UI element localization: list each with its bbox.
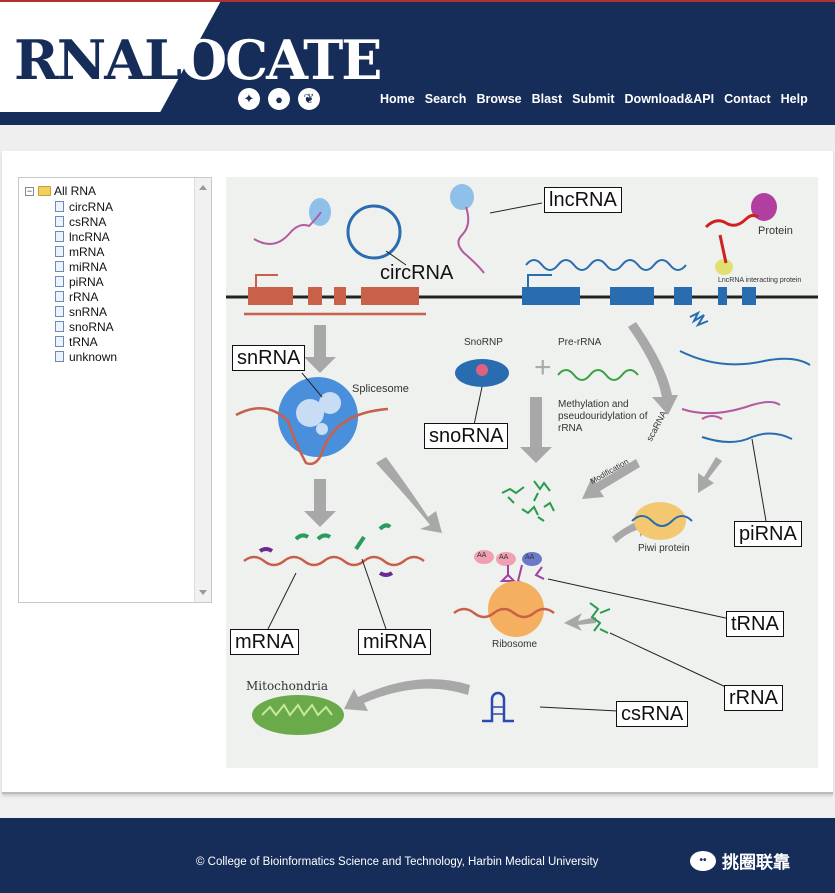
site-header: RNALOCATE ✦ ● ❦ Home Search Browse Blast… bbox=[0, 0, 835, 125]
document-icon bbox=[55, 351, 64, 362]
label-snrna: snRNA bbox=[232, 345, 306, 371]
label-lncrna: lncRNA bbox=[544, 187, 622, 213]
tree-scrollbar[interactable] bbox=[194, 178, 211, 602]
tree-item-mirna[interactable]: miRNA bbox=[55, 259, 117, 274]
label-snorna: snoRNA bbox=[424, 423, 509, 449]
annotation-aa-2: AA bbox=[499, 554, 509, 561]
nav-contact[interactable]: Contact bbox=[724, 92, 771, 106]
tree-item-snorna[interactable]: snoRNA bbox=[55, 319, 117, 334]
rna-tree-panel: − All RNA circRNA csRNA lncRNA mRNA miRN… bbox=[18, 177, 212, 603]
nav-blast[interactable]: Blast bbox=[531, 92, 563, 106]
nav-help[interactable]: Help bbox=[780, 92, 808, 106]
annotation-mitochondria: Mitochondria bbox=[246, 679, 328, 693]
annotation-protein: Protein bbox=[758, 225, 793, 237]
tree-item-label: csRNA bbox=[69, 214, 107, 229]
tree-item-pirna[interactable]: piRNA bbox=[55, 274, 117, 289]
label-pirna: piRNA bbox=[734, 521, 802, 547]
tree-item-label: piRNA bbox=[69, 274, 104, 289]
tree-item-label: unknown bbox=[69, 349, 118, 364]
annotation-spliceosome: Splicesome bbox=[352, 383, 409, 395]
wechat-icon: •• bbox=[690, 850, 716, 871]
nav-search[interactable]: Search bbox=[424, 92, 467, 106]
document-icon bbox=[55, 261, 64, 272]
label-mirna: miRNA bbox=[358, 629, 432, 655]
copyright-text: © College of Bioinformatics Science and … bbox=[196, 856, 599, 868]
document-icon bbox=[55, 321, 64, 332]
nav-browse[interactable]: Browse bbox=[476, 92, 522, 106]
document-icon bbox=[55, 276, 64, 287]
mouse-icon: ● bbox=[268, 88, 290, 110]
tree-item-label: snoRNA bbox=[69, 319, 114, 334]
document-icon bbox=[55, 231, 64, 242]
label-mrna: mRNA bbox=[230, 629, 299, 655]
tree-item-label: rRNA bbox=[69, 289, 99, 304]
tree-root[interactable]: − All RNA bbox=[25, 184, 96, 198]
document-icon bbox=[55, 246, 64, 257]
annotation-aa-3: AA bbox=[525, 554, 535, 561]
document-icon bbox=[55, 336, 64, 347]
logo-text-light: OCATE bbox=[180, 28, 382, 92]
tree-item-unknown[interactable]: unknown bbox=[55, 349, 117, 364]
tree-item-trna[interactable]: tRNA bbox=[55, 334, 117, 349]
tree-item-label: lncRNA bbox=[69, 229, 110, 244]
tree-item-mrna[interactable]: mRNA bbox=[55, 244, 117, 259]
plant-icon: ❦ bbox=[298, 88, 320, 110]
document-icon bbox=[55, 291, 64, 302]
tree-item-lncrna[interactable]: lncRNA bbox=[55, 229, 117, 244]
site-logo[interactable]: RNALOCATE bbox=[14, 28, 382, 92]
nav-home[interactable]: Home bbox=[380, 92, 415, 106]
annotation-lnc-protein: LncRNA interacting protein bbox=[718, 277, 802, 284]
logo-icons: ✦ ● ❦ bbox=[238, 88, 320, 110]
tree-item-label: miRNA bbox=[69, 259, 107, 274]
tree-item-circrna[interactable]: circRNA bbox=[55, 199, 117, 214]
tree-item-label: tRNA bbox=[69, 334, 98, 349]
folder-icon bbox=[38, 186, 51, 196]
scroll-down-icon[interactable] bbox=[199, 590, 207, 595]
annotation-pre-rrna: Pre-rRNA bbox=[558, 337, 602, 348]
document-icon bbox=[55, 201, 64, 212]
annotation-snornp: SnoRNP bbox=[464, 337, 503, 348]
annotation-piwi: Piwi protein bbox=[638, 543, 690, 554]
nav-download-api[interactable]: Download&API bbox=[624, 92, 715, 106]
logo-slant bbox=[160, 2, 220, 112]
tree-item-csrna[interactable]: csRNA bbox=[55, 214, 117, 229]
scroll-up-icon[interactable] bbox=[199, 185, 207, 190]
rna-localization-figure: + bbox=[226, 177, 818, 768]
logo-text-dark: RNAL bbox=[14, 28, 182, 92]
annotation-aa-1: AA bbox=[477, 552, 487, 559]
document-icon bbox=[55, 306, 64, 317]
tree-item-label: mRNA bbox=[69, 244, 105, 259]
wechat-label: 挑圈联靠 bbox=[722, 853, 790, 872]
tree-item-rrna[interactable]: rRNA bbox=[55, 289, 117, 304]
tree-item-snrna[interactable]: snRNA bbox=[55, 304, 117, 319]
main-content: − All RNA circRNA csRNA lncRNA mRNA miRN… bbox=[2, 151, 833, 794]
collapse-icon[interactable]: − bbox=[25, 185, 34, 196]
figure-graphics: + bbox=[226, 184, 818, 735]
label-circrna: circRNA bbox=[380, 262, 454, 284]
tree-item-label: snRNA bbox=[69, 304, 108, 319]
annotation-ribosome: Ribosome bbox=[492, 639, 538, 650]
human-icon: ✦ bbox=[238, 88, 260, 110]
main-nav: Home Search Browse Blast Submit Download… bbox=[380, 92, 808, 106]
wechat-watermark: •• 挑圈联靠 bbox=[690, 848, 790, 873]
label-csrna: csRNA bbox=[616, 701, 689, 727]
header-band bbox=[0, 125, 835, 151]
site-footer: © College of Bioinformatics Science and … bbox=[0, 818, 835, 893]
tree-item-label: circRNA bbox=[69, 199, 113, 214]
svg-text:+: + bbox=[534, 351, 552, 384]
nav-submit[interactable]: Submit bbox=[572, 92, 615, 106]
label-trna: tRNA bbox=[726, 611, 784, 637]
tree-list: circRNA csRNA lncRNA mRNA miRNA piRNA rR… bbox=[55, 199, 117, 364]
annotation-methylation: Methylation and pseudouridylation of rRN… bbox=[558, 399, 648, 434]
document-icon bbox=[55, 216, 64, 227]
tree-root-label: All RNA bbox=[54, 184, 97, 198]
label-rrna: rRNA bbox=[724, 685, 783, 711]
